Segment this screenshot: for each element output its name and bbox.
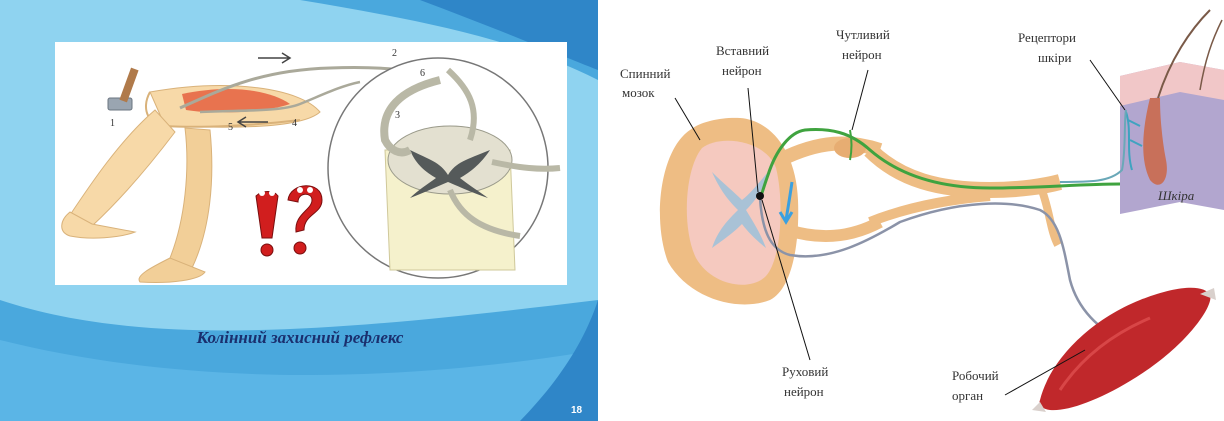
label-receptors-line2: шкіри (1038, 50, 1071, 65)
number-4: 4 (292, 118, 297, 129)
number-1: 1 (110, 118, 115, 129)
reflex-arc-diagram: Шкіра Спинний мозок Вставний нейрон Чутл… (598, 0, 1224, 421)
skin-label: Шкіра (1157, 188, 1195, 203)
slide-caption: Колінний захисний рефлекс (196, 328, 404, 347)
number-2: 2 (392, 48, 397, 59)
number-6: 6 (420, 68, 425, 79)
label-interneuron-line1: Вставний (716, 43, 769, 58)
number-5: 5 (228, 122, 233, 133)
label-sensory-line2: нейрон (842, 47, 882, 62)
label-organ-line1: Робочий (952, 368, 999, 383)
interneuron-node (756, 192, 764, 200)
label-motor-line1: Руховий (782, 364, 828, 379)
exclamation-dot (261, 244, 273, 256)
number-3: 3 (395, 110, 400, 121)
label-motor-line2: нейрон (784, 384, 824, 399)
slide-panel: 1 2 3 4 5 6 Колінний захисний рефлекс 18 (0, 0, 598, 421)
label-sensory-line1: Чутливий (836, 27, 890, 42)
slide-page-number: 18 (571, 405, 583, 416)
label-spinal-cord-line1: Спинний (620, 66, 670, 81)
label-interneuron-line2: нейрон (722, 63, 762, 78)
label-spinal-cord-line2: мозок (622, 85, 655, 100)
label-receptors-line1: Рецептори (1018, 30, 1076, 45)
label-organ-line2: орган (952, 388, 983, 403)
question-dot (294, 242, 306, 254)
spinal-cord-inner (687, 141, 781, 285)
